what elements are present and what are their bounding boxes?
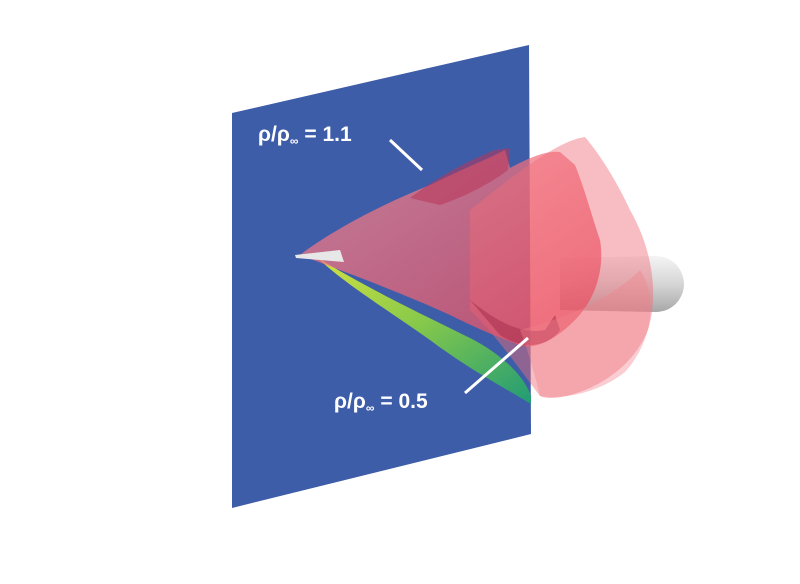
label-density-1.1: ρ/ρ∞ = 1.1 bbox=[258, 123, 352, 148]
label-upper-value: = 1.1 bbox=[304, 123, 352, 146]
expansion-region-surface bbox=[318, 258, 531, 404]
shock-surface-outer bbox=[520, 270, 651, 397]
label-density-0.5: ρ/ρ∞ = 0.5 bbox=[334, 390, 428, 415]
label-lower-value: = 0.5 bbox=[380, 390, 428, 413]
label-upper-symbol: ρ/ρ bbox=[258, 123, 290, 146]
shock-upper-fin bbox=[410, 148, 510, 205]
label-upper-subscript: ∞ bbox=[290, 134, 299, 148]
label-lower-symbol: ρ/ρ bbox=[334, 390, 366, 413]
vehicle-nose bbox=[295, 250, 344, 262]
upper-label-leader bbox=[388, 138, 424, 172]
label-lower-subscript: ∞ bbox=[366, 401, 375, 415]
shock-surface-density-1.1 bbox=[300, 150, 602, 347]
lower-label-leader bbox=[464, 336, 529, 395]
shock-lower-fold bbox=[470, 300, 560, 345]
